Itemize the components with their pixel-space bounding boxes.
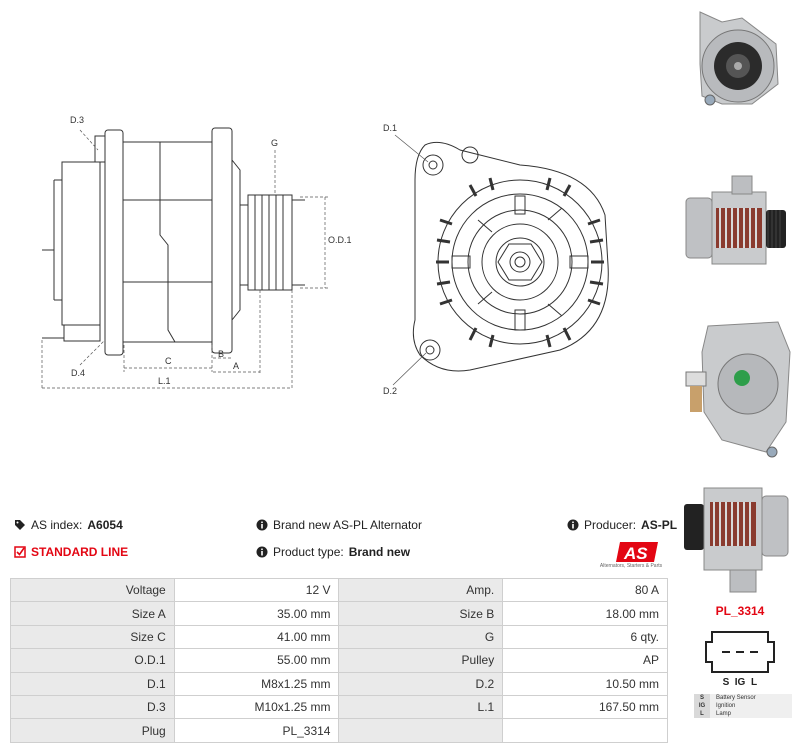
info-icon: [256, 546, 268, 558]
spec-value: 55.00 mm: [173, 648, 340, 673]
spec-value: 18.00 mm: [502, 601, 668, 626]
spec-label: Size A: [10, 601, 175, 626]
spec-value: 167.50 mm: [502, 694, 668, 720]
product-photo-top[interactable]: [682, 468, 794, 596]
spec-label: D.1: [10, 671, 175, 696]
plug-legend: S Battery Sensor IG Ignition L Lamp: [694, 693, 792, 718]
legend-code: L: [694, 709, 710, 718]
label-l1: L.1: [158, 376, 171, 386]
technical-drawings: D.3 D.4 G O.D.1 B C A L.1: [41, 115, 609, 396]
product-type-label: Product type:: [273, 545, 344, 559]
spec-label: D.3: [10, 694, 175, 720]
spec-label: [338, 718, 504, 743]
label-od1: O.D.1: [328, 235, 352, 245]
label-d1: D.1: [383, 123, 397, 133]
product-info: AS index: A6054 STANDARD LINE Brand new …: [14, 518, 677, 574]
spec-label: G: [338, 624, 504, 650]
spec-label: Size B: [338, 601, 504, 626]
info-icon: [256, 519, 268, 531]
spec-label: Plug: [10, 718, 175, 743]
spec-label: D.2: [338, 671, 504, 696]
legend-text: Battery Sensor: [710, 693, 792, 702]
spec-label: Size C: [10, 624, 175, 650]
spec-value: PL_3314: [173, 718, 340, 743]
spec-value: 35.00 mm: [173, 601, 340, 626]
side-view-dimensions: [41, 129, 330, 390]
label-c: C: [165, 356, 172, 366]
label-d2: D.2: [383, 386, 397, 396]
label-b: B: [218, 349, 224, 359]
info-icon: [567, 519, 579, 531]
tag-icon: [15, 520, 25, 530]
spec-value: 12 V: [173, 577, 340, 603]
as-index-label: AS index:: [31, 518, 83, 532]
product-photo-side[interactable]: [682, 168, 794, 276]
spec-value: M10x1.25 mm: [173, 694, 340, 720]
brand-logo-text: AS: [623, 544, 648, 563]
producer-row: Producer: AS-PL: [567, 518, 677, 532]
legend-text: Lamp: [710, 709, 792, 718]
spec-value: 6 qty.: [502, 624, 668, 650]
spec-value: 10.50 mm: [502, 671, 668, 696]
spec-value: M8x1.25 mm: [173, 671, 340, 696]
side-view-drawing: [42, 127, 305, 356]
spec-value: 80 A: [502, 577, 668, 603]
label-a: A: [233, 361, 239, 371]
legend-text: Ignition: [710, 701, 792, 710]
plug-title: PL_3314: [715, 604, 765, 618]
brand-tagline: Alternators, Starters & Parts: [599, 563, 663, 569]
front-view-leaders: [392, 134, 429, 386]
plug-connector-diagram: S IG L: [705, 631, 775, 688]
producer-label: Producer:: [584, 518, 637, 532]
legend-row: L Lamp: [694, 709, 792, 718]
as-brand-logo: AS: [616, 542, 658, 563]
product-line: STANDARD LINE: [31, 545, 129, 559]
plug-pin-ig: IG: [735, 677, 746, 688]
plug-pin-s: S: [723, 677, 730, 688]
spec-label: L.1: [338, 694, 504, 720]
spec-value: [502, 718, 668, 743]
product-description: Brand new AS-PL Alternator: [273, 518, 422, 532]
label-d3: D.3: [70, 115, 84, 125]
producer-value: AS-PL: [641, 518, 678, 532]
front-view-drawing: [412, 141, 609, 372]
plug-pin-l: L: [751, 677, 757, 688]
as-index-row: AS index: A6054: [14, 518, 123, 532]
label-d4: D.4: [71, 368, 85, 378]
as-index-value: A6054: [87, 518, 123, 532]
spec-value: AP: [502, 648, 668, 673]
checkbox-checked-icon: [14, 546, 26, 558]
spec-label: Voltage: [10, 577, 175, 603]
spec-value: 41.00 mm: [173, 624, 340, 650]
spec-label: Amp.: [338, 577, 504, 603]
front-view-vents: [436, 177, 604, 348]
legend-code: S: [694, 693, 710, 702]
product-photo-rear[interactable]: [682, 312, 794, 462]
legend-code: IG: [694, 701, 710, 710]
product-line-row: STANDARD LINE: [14, 545, 128, 559]
label-g: G: [271, 138, 278, 148]
product-photo-front[interactable]: [682, 4, 794, 112]
description-row: Brand new AS-PL Alternator: [256, 518, 422, 532]
product-type-value: Brand new: [348, 545, 411, 559]
spec-label: O.D.1: [10, 648, 175, 673]
product-type-row: Product type: Brand new: [256, 545, 410, 559]
spec-label: Pulley: [338, 648, 504, 673]
